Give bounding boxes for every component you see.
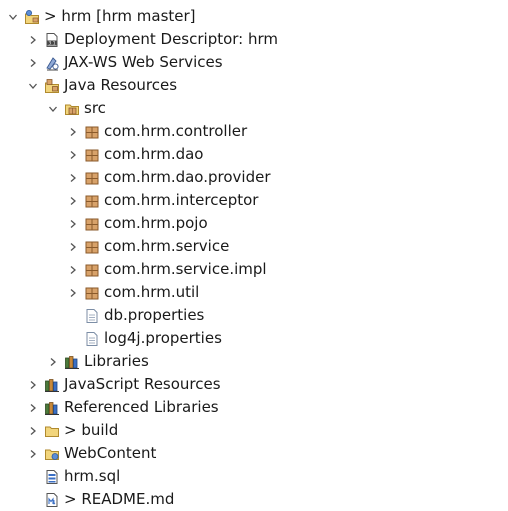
chevron-right-icon[interactable]	[66, 171, 80, 185]
source-folder-icon	[64, 101, 80, 117]
tree-item-label: com.hrm.dao	[104, 145, 204, 163]
tree-item-package[interactable]: com.hrm.dao	[0, 143, 508, 166]
package-icon	[84, 124, 100, 140]
tree-item-build[interactable]: > build	[0, 419, 508, 442]
tree-item-label: JAX-WS Web Services	[64, 53, 223, 71]
tree-item-label: Libraries	[84, 352, 149, 370]
tree-item-src[interactable]: src	[0, 97, 508, 120]
tree-item-package[interactable]: com.hrm.util	[0, 281, 508, 304]
chevron-right-icon[interactable]	[66, 263, 80, 277]
tree-item-package[interactable]: com.hrm.service.impl	[0, 258, 508, 281]
tree-item-label: com.hrm.service	[104, 237, 230, 255]
tree-item-label: Java Resources	[64, 76, 178, 94]
chevron-right-icon[interactable]	[66, 240, 80, 254]
tree-item-label: src	[84, 99, 106, 117]
library-icon	[44, 377, 60, 393]
chevron-right-icon[interactable]	[26, 378, 40, 392]
tree-item-deployment-descriptor[interactable]: 3.1 Deployment Descriptor: hrm	[0, 28, 508, 51]
sql-file-icon	[44, 469, 60, 485]
tree-item-package[interactable]: com.hrm.pojo	[0, 212, 508, 235]
tree-item-label: > build	[64, 421, 119, 439]
tree-item-file[interactable]: > README.md	[0, 488, 508, 511]
chevron-down-icon[interactable]	[46, 102, 60, 116]
package-icon	[84, 262, 100, 278]
tree-item-label: > hrm [hrm master]	[44, 7, 196, 25]
package-icon	[84, 193, 100, 209]
chevron-down-icon[interactable]	[26, 79, 40, 93]
tree-item-label: Referenced Libraries	[64, 398, 219, 416]
chevron-right-icon[interactable]	[26, 401, 40, 415]
java-resources-icon	[44, 78, 60, 94]
tree-item-java-resources[interactable]: Java Resources	[0, 74, 508, 97]
tree-item-label: com.hrm.pojo	[104, 214, 208, 232]
tree-item-webcontent[interactable]: WebContent	[0, 442, 508, 465]
chevron-right-icon[interactable]	[26, 424, 40, 438]
chevron-right-icon[interactable]	[66, 125, 80, 139]
tree-item-label: > README.md	[64, 490, 175, 508]
tree-item-package[interactable]: com.hrm.interceptor	[0, 189, 508, 212]
tree-item-file[interactable]: db.properties	[0, 304, 508, 327]
folder-icon	[44, 423, 60, 439]
markdown-file-icon	[44, 492, 60, 508]
package-icon	[84, 239, 100, 255]
folder-icon	[44, 446, 60, 462]
tree-item-label: com.hrm.dao.provider	[104, 168, 271, 186]
package-icon	[84, 216, 100, 232]
tree-item-label: com.hrm.service.impl	[104, 260, 267, 278]
deployment-descriptor-icon: 3.1	[44, 32, 60, 48]
chevron-right-icon[interactable]	[46, 355, 60, 369]
tree-item-jax-ws-web-services[interactable]: JAX-WS Web Services	[0, 51, 508, 74]
tree-item-label: WebContent	[64, 444, 157, 462]
tree-item-package[interactable]: com.hrm.dao.provider	[0, 166, 508, 189]
library-icon	[64, 354, 80, 370]
chevron-right-icon[interactable]	[66, 217, 80, 231]
tree-item-file[interactable]: hrm.sql	[0, 465, 508, 488]
package-icon	[84, 147, 100, 163]
chevron-right-icon[interactable]	[66, 194, 80, 208]
project-icon	[24, 9, 40, 25]
tree-item-label: db.properties	[104, 306, 205, 324]
tree-item-label: hrm.sql	[64, 467, 121, 485]
tree-item-libraries[interactable]: Libraries	[0, 350, 508, 373]
chevron-right-icon[interactable]	[66, 286, 80, 300]
tree-item-package[interactable]: com.hrm.controller	[0, 120, 508, 143]
properties-file-icon	[84, 308, 100, 324]
library-icon	[44, 400, 60, 416]
tree-item-project-hrm[interactable]: > hrm [hrm master]	[0, 5, 508, 28]
svg-text:3.1: 3.1	[48, 40, 55, 46]
chevron-right-icon[interactable]	[26, 56, 40, 70]
package-icon	[84, 170, 100, 186]
package-icon	[84, 285, 100, 301]
chevron-right-icon[interactable]	[26, 447, 40, 461]
properties-file-icon	[84, 331, 100, 347]
chevron-right-icon[interactable]	[66, 148, 80, 162]
tree-item-label: log4j.properties	[104, 329, 222, 347]
tree-item-label: com.hrm.controller	[104, 122, 248, 140]
tree-item-referenced-libraries[interactable]: Referenced Libraries	[0, 396, 508, 419]
tree-item-package[interactable]: com.hrm.service	[0, 235, 508, 258]
chevron-right-icon[interactable]	[26, 33, 40, 47]
tree-item-label: com.hrm.util	[104, 283, 200, 301]
tree-item-label: JavaScript Resources	[64, 375, 221, 393]
tree-item-file[interactable]: log4j.properties	[0, 327, 508, 350]
tree-item-label: Deployment Descriptor: hrm	[64, 30, 279, 48]
tree-item-javascript-resources[interactable]: JavaScript Resources	[0, 373, 508, 396]
web-services-icon	[44, 55, 60, 71]
tree-item-label: com.hrm.interceptor	[104, 191, 259, 209]
chevron-down-icon[interactable]	[6, 10, 20, 24]
